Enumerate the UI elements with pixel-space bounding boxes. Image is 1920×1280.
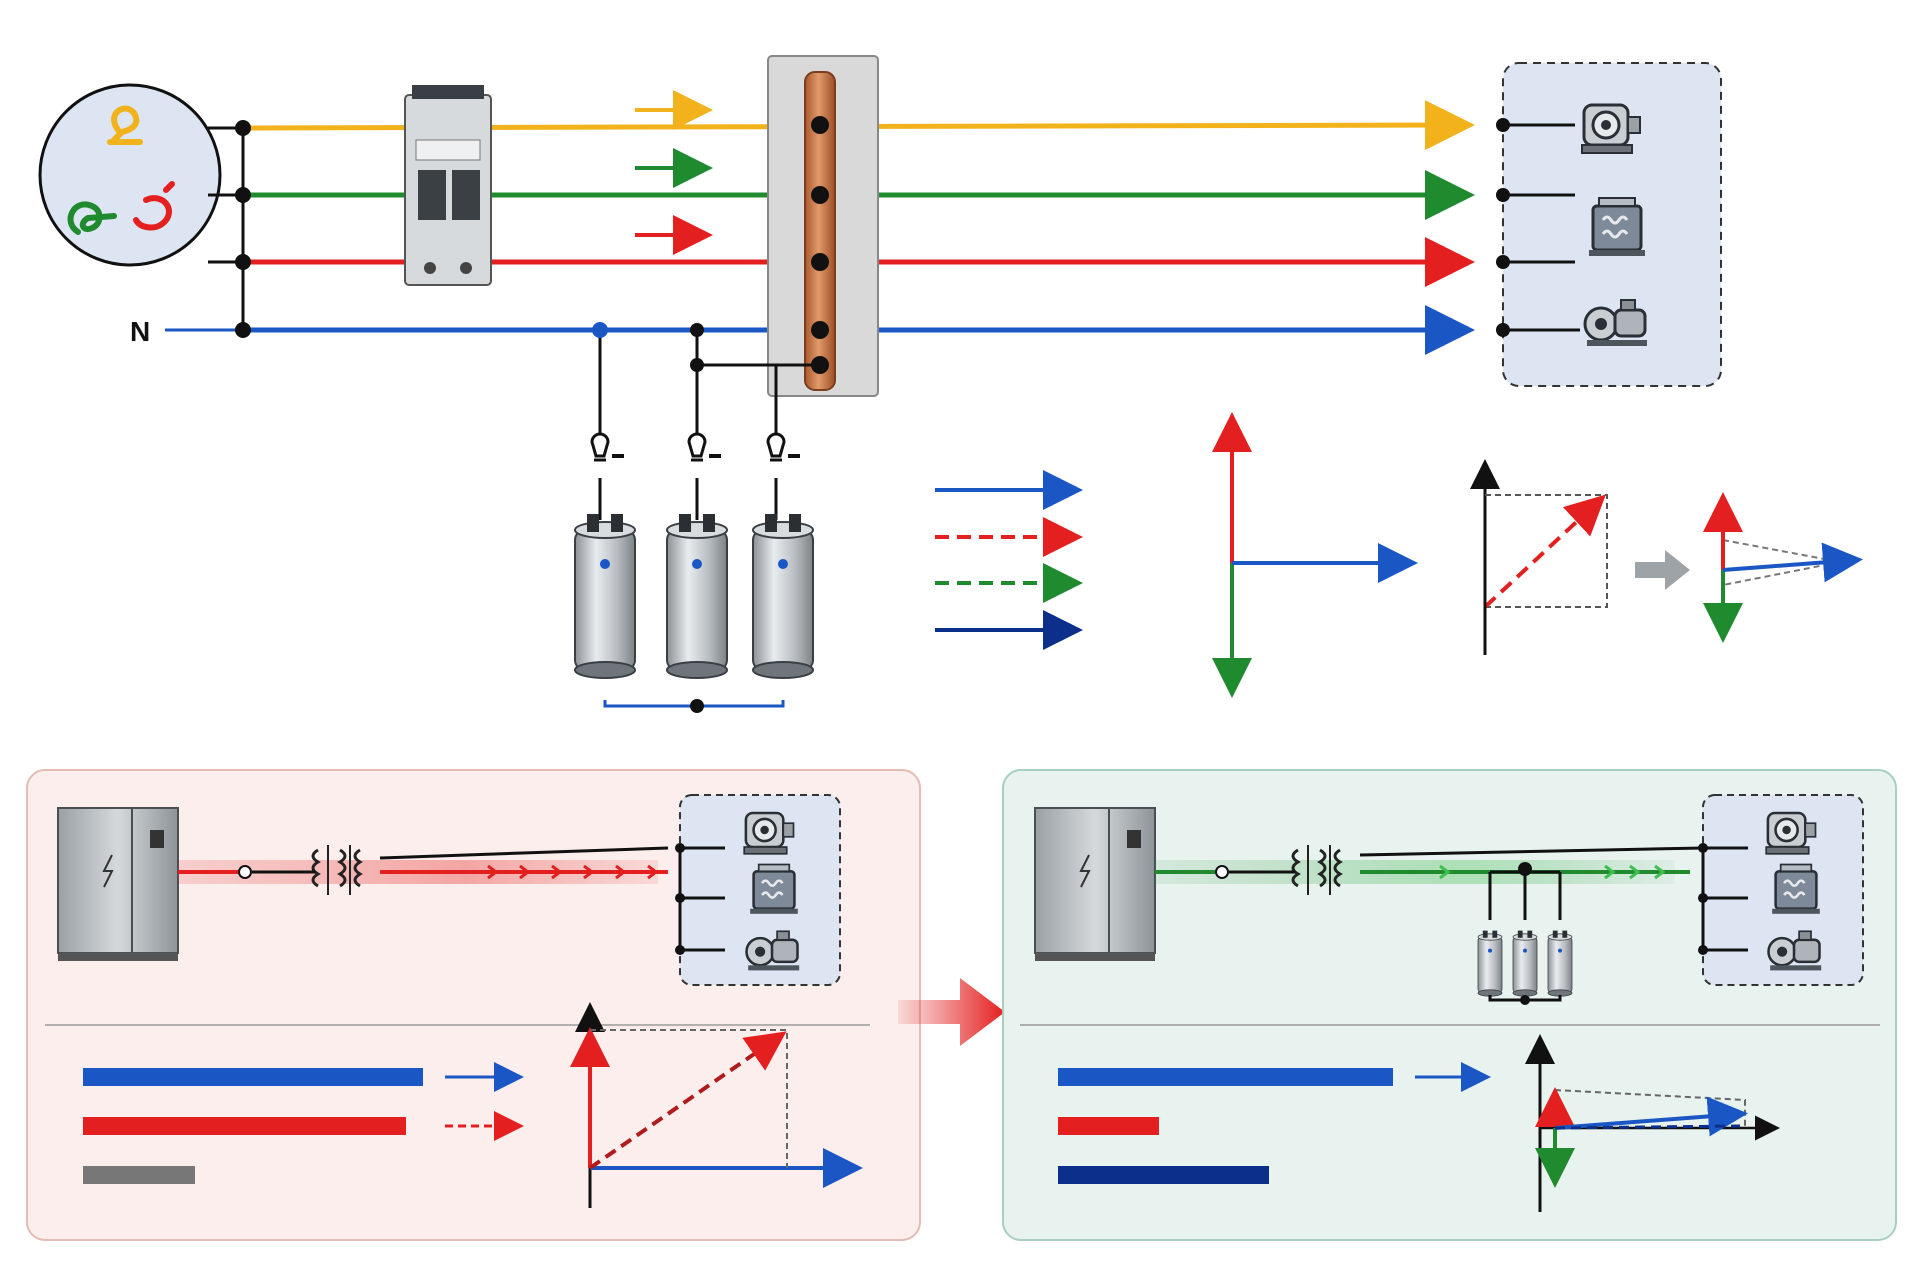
phasor-corrected [1703, 492, 1863, 643]
three-phase-generator-icon [38, 83, 222, 267]
copper-busbar-icon [767, 55, 879, 397]
before-current-bars [83, 1068, 423, 1184]
before-load-box [675, 794, 841, 986]
magnitude-bar-2 [83, 1117, 406, 1135]
transformer-icon [1587, 196, 1647, 258]
transformer-icon [1770, 863, 1822, 916]
transition-arrow-icon [898, 978, 1005, 1046]
capacitor-icon [1547, 930, 1573, 997]
capacitor-icon [1512, 930, 1538, 997]
magnitude-bar-2 [1058, 1117, 1159, 1135]
capacitor-icon [1477, 930, 1503, 997]
current-legend-arrows [935, 470, 1083, 650]
magnitude-bar-3 [1058, 1166, 1269, 1184]
phasor-triangle [1470, 459, 1608, 655]
local-capacitor-bank [1477, 862, 1573, 1005]
magnitude-bar-3 [83, 1166, 195, 1184]
capacitor-icon-2 [666, 513, 728, 679]
before-phasor [570, 1002, 863, 1208]
transformer-coil-icon [311, 845, 363, 895]
after-current-bars [1058, 1068, 1393, 1184]
transition-arrow-icon [1635, 550, 1690, 590]
after-phasor [1525, 1034, 1780, 1212]
reduced-current-flow [1439, 864, 1666, 880]
main-feeder-schematic: N [38, 55, 1863, 713]
electrical-cabinet-icon [1034, 807, 1156, 961]
phasor-components [1212, 412, 1418, 698]
neutral-label: N [130, 316, 150, 347]
capacitor-icon-1 [574, 513, 636, 679]
capacitor-icon-3 [752, 513, 814, 679]
after-load-box [1698, 794, 1864, 986]
fuse-icon-1 [590, 424, 626, 462]
fuse-icon-2 [687, 424, 723, 462]
circuit-breaker-icon [404, 85, 492, 286]
transformer-icon [748, 863, 800, 916]
reactive-current-flow [487, 864, 659, 880]
electrical-cabinet-icon [57, 807, 179, 961]
after-correction-panel [1002, 769, 1897, 1241]
magnitude-bar-1 [1058, 1068, 1393, 1086]
load-group-box [1496, 62, 1722, 387]
magnitude-bar-1 [83, 1068, 423, 1086]
transformer-coil-icon [1291, 845, 1343, 895]
before-correction-panel [26, 769, 921, 1241]
fuse-icon-3 [766, 424, 802, 462]
